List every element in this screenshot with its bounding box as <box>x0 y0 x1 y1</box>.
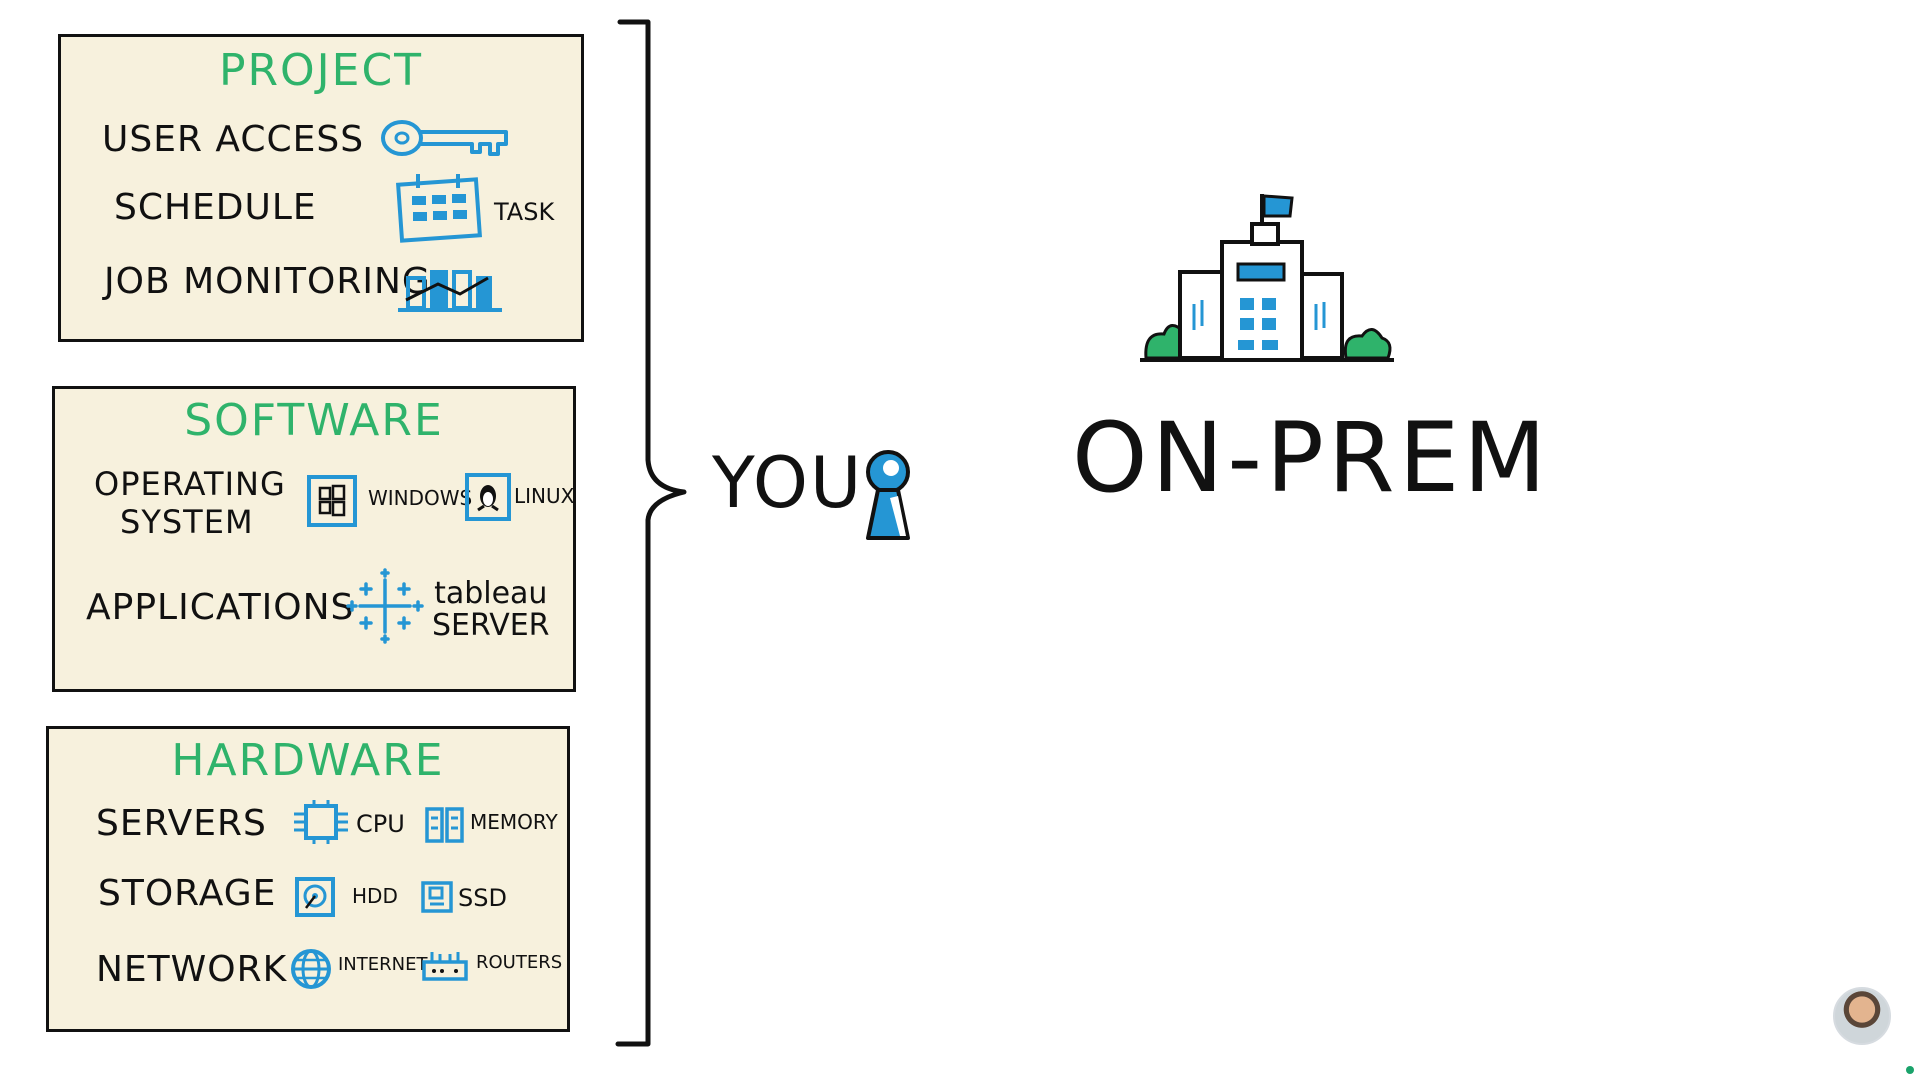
on-prem-label: ON-PREM <box>1072 402 1551 514</box>
presenter-avatar <box>1833 987 1891 1045</box>
task-tag: TASK <box>494 198 555 226</box>
hardware-title: HARDWARE <box>171 735 445 786</box>
storage-label: STORAGE <box>98 873 277 914</box>
key-icon <box>380 118 510 162</box>
project-panel: PROJECT <box>58 34 584 342</box>
windows-label: WINDOWS <box>368 486 473 510</box>
project-title: PROJECT <box>218 45 424 96</box>
routers-label: ROUTERS <box>476 952 563 973</box>
server-word: SERVER <box>432 607 550 643</box>
memory-label: MEMORY <box>470 810 558 834</box>
hdd-icon <box>294 876 336 918</box>
tableau-word: tableau <box>434 576 548 611</box>
bar-chart-icon <box>398 264 502 312</box>
os-label-line2: SYSTEM <box>120 503 254 541</box>
cpu-icon <box>294 800 348 844</box>
linux-icon <box>464 472 512 522</box>
user-access-label: USER ACCESS <box>102 119 365 160</box>
software-panel: SOFTWARE <box>52 386 576 692</box>
memory-icon <box>424 806 466 844</box>
windows-icon <box>306 474 358 528</box>
you-label: YOU <box>712 442 864 524</box>
person-icon <box>860 450 916 544</box>
hdd-label: HDD <box>352 884 398 908</box>
office-building-icon <box>1140 194 1394 366</box>
internet-label: INTERNET <box>338 954 428 975</box>
curly-bracket <box>615 19 687 1047</box>
globe-icon <box>290 948 332 990</box>
servers-label: SERVERS <box>96 803 267 844</box>
cpu-label: CPU <box>356 810 405 838</box>
router-icon <box>422 950 468 982</box>
tableau-server-text: tableau SERVER <box>432 578 550 641</box>
applications-label: APPLICATIONS <box>86 587 355 628</box>
ssd-icon <box>420 880 454 914</box>
software-title: SOFTWARE <box>184 395 444 446</box>
job-monitoring-label: JOB MONITORING <box>104 261 431 302</box>
linux-label: LINUX <box>514 484 575 508</box>
os-label-line1: OPERATING <box>94 465 286 503</box>
tableau-icon <box>346 568 424 644</box>
ssd-label: SSD <box>458 884 507 912</box>
network-label: NETWORK <box>96 949 288 990</box>
schedule-label: SCHEDULE <box>114 187 317 228</box>
status-dot-icon <box>1906 1066 1914 1074</box>
calendar-icon <box>396 172 482 243</box>
